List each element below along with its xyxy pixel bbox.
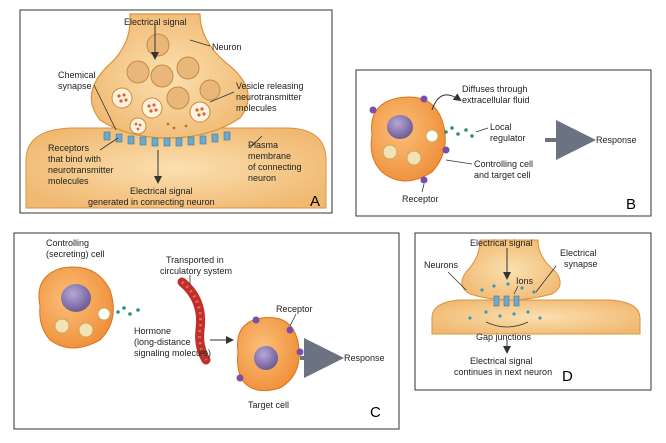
c-nucleus-2 [254, 346, 278, 370]
b-local-2: regulator [490, 133, 526, 143]
b-response: Response [596, 135, 637, 145]
b-receptor: Receptor [402, 194, 439, 204]
a-vesicle-3: molecules [236, 103, 277, 113]
a-receptors-1: Receptors [48, 143, 90, 153]
c-receptor: Receptor [276, 304, 313, 314]
a-chemical: Chemical [58, 70, 96, 80]
b-controlling-1: Controlling cell [474, 159, 533, 169]
d-electrical: Electrical [560, 248, 597, 258]
connecting-neuron [25, 127, 327, 209]
b-receptors [369, 95, 450, 184]
a-receptors-2: that bind with [48, 154, 101, 164]
d-ions-label: Ions [516, 276, 534, 286]
a-vesicle-1: Vesicle releasing [236, 81, 304, 91]
panel-c: Controlling (secreting) cell Transported… [13, 232, 400, 430]
c-hormone-2: (long-distance [134, 337, 191, 347]
d-letter: D [562, 368, 573, 385]
d-neuron [461, 239, 561, 301]
b-controlling-2: and target cell [474, 170, 531, 180]
c-response: Response [344, 353, 385, 363]
c-controlling-1: Controlling [46, 238, 89, 248]
c-target: Target cell [248, 400, 289, 410]
d-gap-junctions [493, 295, 520, 307]
d-gap: Gap junctions [476, 332, 532, 342]
receptors [103, 131, 231, 147]
b-letter: B [626, 196, 636, 213]
a-vesicle-2: neurotransmitter [236, 92, 302, 102]
a-synapse: synapse [58, 81, 92, 91]
b-nucleus [387, 115, 413, 139]
c-letter: C [370, 404, 381, 421]
a-letter: A [310, 193, 320, 210]
a-electrical-signal: Electrical signal [124, 17, 187, 27]
b-diffuses-2: extracellular fluid [462, 95, 530, 105]
a-generated-2: generated in connecting neuron [88, 197, 215, 207]
c-controlling-2: (secreting) cell [46, 249, 105, 259]
a-generated-1: Electrical signal [130, 186, 193, 196]
d-electrical-signal: Electrical signal [470, 238, 533, 248]
a-receptors-4: molecules [48, 176, 89, 186]
d-synapse: synapse [564, 259, 598, 269]
d-neurons: Neurons [424, 260, 459, 270]
c-hormones [116, 306, 140, 316]
panel-d: Electrical signal Electrical synapse Neu… [414, 232, 652, 391]
d-ions [468, 282, 542, 320]
c-receptors [236, 316, 304, 382]
c-nucleus-1 [61, 284, 91, 312]
d-continues-2: continues in next neuron [454, 367, 552, 377]
b-diffuses-1: Diffuses through [462, 84, 527, 94]
a-receptors-3: neurotransmitter [48, 165, 114, 175]
c-hormone-3: signaling molecule) [134, 348, 211, 358]
c-transported-1: Transported in [166, 255, 224, 265]
panel-b: Diffuses through extracellular fluid Loc… [355, 69, 652, 217]
a-plasma-3: of connecting [248, 162, 302, 172]
c-transported-2: circulatory system [160, 266, 232, 276]
d-next-neuron [431, 299, 641, 335]
b-molecules [444, 126, 474, 138]
c-blood-vessel [177, 277, 211, 365]
a-plasma-4: neuron [248, 173, 276, 183]
a-plasma-2: membrane [248, 151, 291, 161]
a-neuron: Neuron [212, 42, 242, 52]
c-hormone-1: Hormone [134, 326, 171, 336]
c-granules-1 [54, 307, 111, 338]
b-granules [382, 129, 439, 166]
panel-a: Electrical signal Neuron Chemical synaps… [19, 9, 333, 214]
a-plasma-1: Plasma [248, 140, 278, 150]
d-continues-1: Electrical signal [470, 356, 533, 366]
b-local-1: Local [490, 122, 512, 132]
